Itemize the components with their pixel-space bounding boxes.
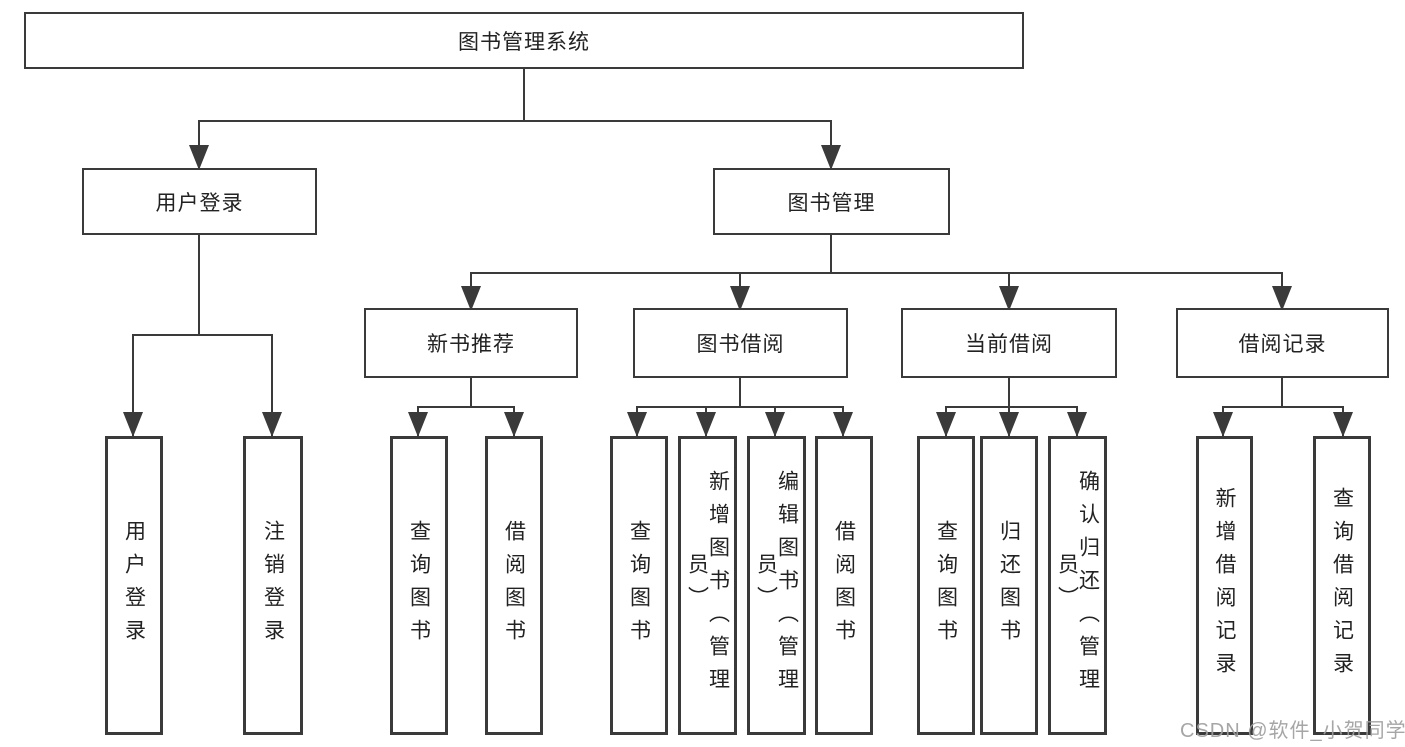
leaf-user-login: 用户登录 [105, 436, 163, 735]
arrowhead [936, 412, 956, 437]
arrowhead [408, 412, 428, 437]
arrowhead [696, 412, 716, 437]
leaf-recommend-query-books: 查询图书 [390, 436, 448, 735]
leaf-records-add-borrow-record: 新增借阅记录 [1196, 436, 1253, 735]
arrowhead [999, 286, 1019, 311]
arrowhead [833, 412, 853, 437]
leaf-logout-login: 注销登录 [243, 436, 303, 735]
node-current-borrowing: 当前借阅 [901, 308, 1117, 378]
leaf-borrow-add-books-admin: 新增图书（管理员） [678, 436, 737, 735]
leaf-recommend-borrow-books: 借阅图书 [485, 436, 543, 735]
connector-bookmgmt-to-level3 [461, 235, 1292, 311]
arrowhead [1272, 286, 1292, 311]
arrowhead [730, 286, 750, 311]
arrowhead [1213, 412, 1233, 437]
arrowhead [821, 145, 841, 170]
leaf-current-confirm-return-admin: 确认归还（管理员） [1048, 436, 1107, 735]
arrowhead [999, 412, 1019, 437]
connector-recommend-to-leaves [408, 378, 524, 437]
leaf-records-query-borrow-record: 查询借阅记录 [1313, 436, 1371, 735]
connector-root-to-level2 [189, 69, 841, 170]
leaf-borrow-query-books: 查询图书 [610, 436, 668, 735]
arrowhead [1333, 412, 1353, 437]
node-book-borrowing: 图书借阅 [633, 308, 848, 378]
connector-borrow-to-leaves [627, 378, 853, 437]
leaf-current-query-books: 查询图书 [917, 436, 975, 735]
node-user-login: 用户登录 [82, 168, 317, 235]
node-new-book-recommendation: 新书推荐 [364, 308, 578, 378]
connector-records-to-leaves [1213, 378, 1353, 437]
arrowhead [504, 412, 524, 437]
arrowhead [1067, 412, 1087, 437]
arrowhead [765, 412, 785, 437]
node-library-management-system: 图书管理系统 [24, 12, 1024, 69]
node-borrowing-records: 借阅记录 [1176, 308, 1389, 378]
leaf-borrow-borrow-books: 借阅图书 [815, 436, 873, 735]
arrowhead [123, 412, 143, 437]
connector-userlogin-to-leaves [123, 235, 282, 437]
connector-current-to-leaves [936, 378, 1087, 437]
arrowhead [627, 412, 647, 437]
leaf-current-return-books: 归还图书 [980, 436, 1038, 735]
csdn-watermark: CSDN @软件_小贺同学 [1180, 720, 1405, 742]
arrowhead [461, 286, 481, 311]
node-book-management: 图书管理 [713, 168, 950, 235]
arrowhead [262, 412, 282, 437]
leaf-borrow-edit-books-admin: 编辑图书（管理员） [747, 436, 806, 735]
arrowhead [189, 145, 209, 170]
